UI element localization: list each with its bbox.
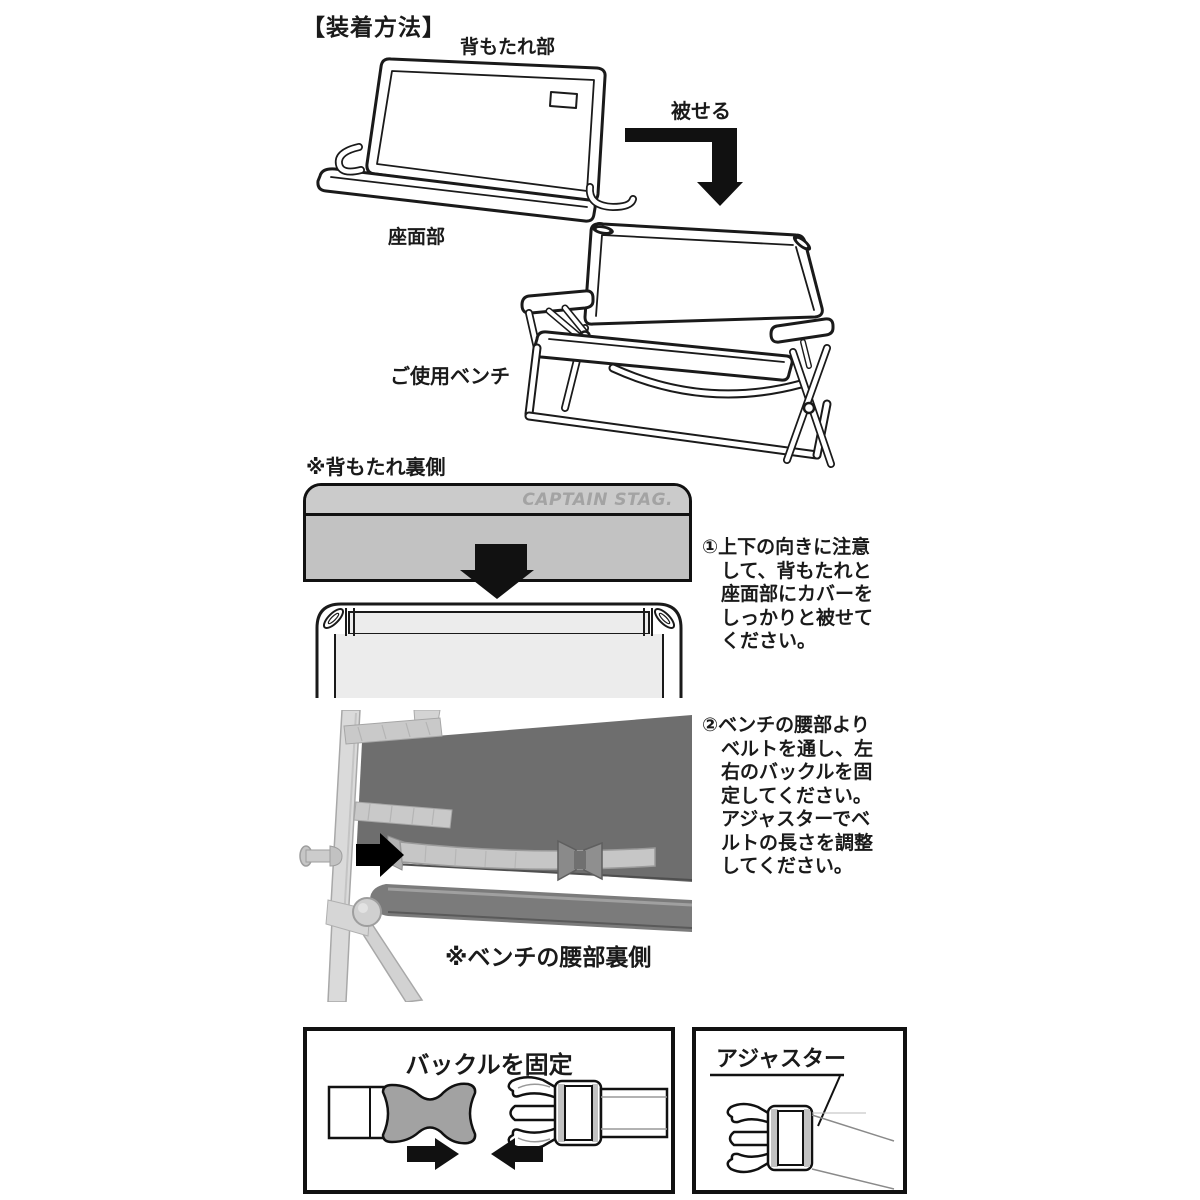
bench-label: ご使用ベンチ [390,364,510,388]
buckle-diagram [327,1076,669,1170]
cover-back-panel-strip: CAPTAIN STAG. [306,486,689,516]
photo-webbing-top [343,717,443,745]
cover-action-label: 被せる [671,99,731,123]
cover-strap-right [585,183,637,211]
adjuster-box: アジャスター [692,1027,907,1194]
bench-corner-pockets [592,225,812,251]
frame-corner-left [322,607,355,636]
waist-photo-caption: ※ベンチの腰部裏側 [445,945,652,971]
photo-buckle [557,839,603,882]
step-2-text: ②ベンチの腰部より ベルトを通し、左 右のバックルを固 定してください。 アジャ… [702,714,874,877]
page-title: 【装着方法】 [302,15,446,41]
buckle-fix-box: バックルを固定 [303,1027,675,1194]
bench-frame-illustration [315,602,683,698]
seat-label: 座面部 [388,226,446,248]
adjuster-diagram [710,1073,895,1190]
photo-webbing-mid [353,801,453,829]
insert-down-arrow-icon [460,544,534,599]
buckle-fix-title: バックルを固定 [405,1051,573,1079]
cover-action-arrow-icon [625,128,743,206]
photo-clamp-knob [299,845,343,867]
cover-strap-left [334,143,365,176]
frame-corner-right [643,607,676,636]
step-1-text: ①上下の向きに注意 して、背もたれと 座面部にカバーを しっかりと被せて くださ… [702,536,874,652]
waist-photo-illustration [299,710,692,1002]
photo-fabric [356,715,692,882]
backrest-back-caption: ※背もたれ裏側 [306,455,446,479]
buckle-female [381,1082,477,1145]
bench-backrest [583,222,824,326]
backrest-label: 背もたれ部 [460,36,556,58]
cover-tag [549,91,578,109]
cover-illustration [316,57,637,223]
bench-armrest-right [769,317,835,344]
buckle-converge-arrows-icon [407,1138,543,1170]
adjuster-title: アジャスター [716,1047,847,1072]
adjuster-belt-lines [811,1114,895,1190]
brand-logo: CAPTAIN STAG. [522,489,673,510]
bench-armrest-left [520,289,595,315]
photo-belt-arrow-icon [356,833,404,877]
bench-illustration [520,222,835,468]
